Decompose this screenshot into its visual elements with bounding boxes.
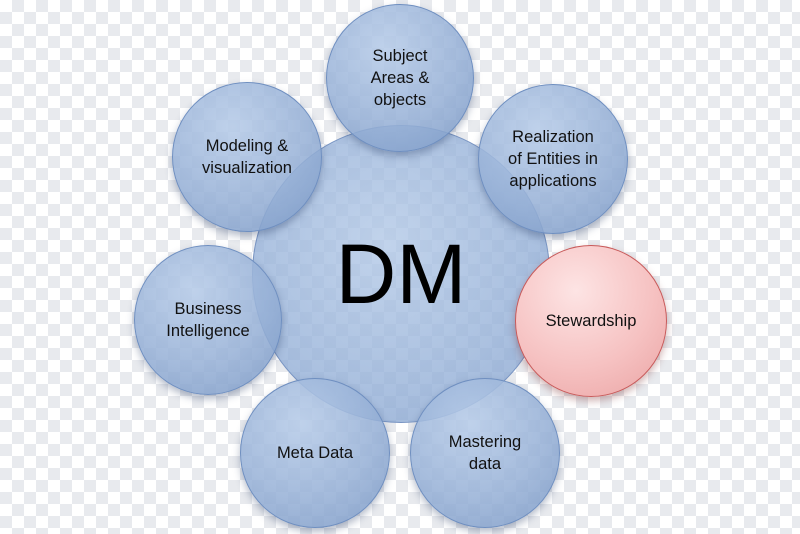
node-realization-label: Realization of Entities in applications bbox=[508, 128, 598, 190]
node-modeling: Modeling & visualization bbox=[172, 82, 322, 232]
node-subject-areas-label: Subject Areas & objects bbox=[370, 47, 430, 109]
node-business-intelligence: Business Intelligence bbox=[134, 245, 282, 395]
node-meta-data: Meta Data bbox=[240, 378, 390, 528]
node-meta-data-label: Meta Data bbox=[276, 444, 354, 462]
node-modeling-label: Modeling & visualization bbox=[202, 137, 292, 177]
node-mastering-data: Mastering data bbox=[410, 378, 560, 528]
node-stewardship: Stewardship bbox=[515, 245, 667, 397]
node-business-intelligence-label: Business Intelligence bbox=[166, 300, 250, 340]
node-subject-areas: Subject Areas & objects bbox=[326, 4, 474, 152]
node-realization: Realization of Entities in applications bbox=[478, 84, 628, 234]
center-label: DM bbox=[335, 227, 467, 321]
node-mastering-data-label: Mastering data bbox=[448, 433, 522, 473]
node-stewardship-label: Stewardship bbox=[545, 312, 637, 330]
